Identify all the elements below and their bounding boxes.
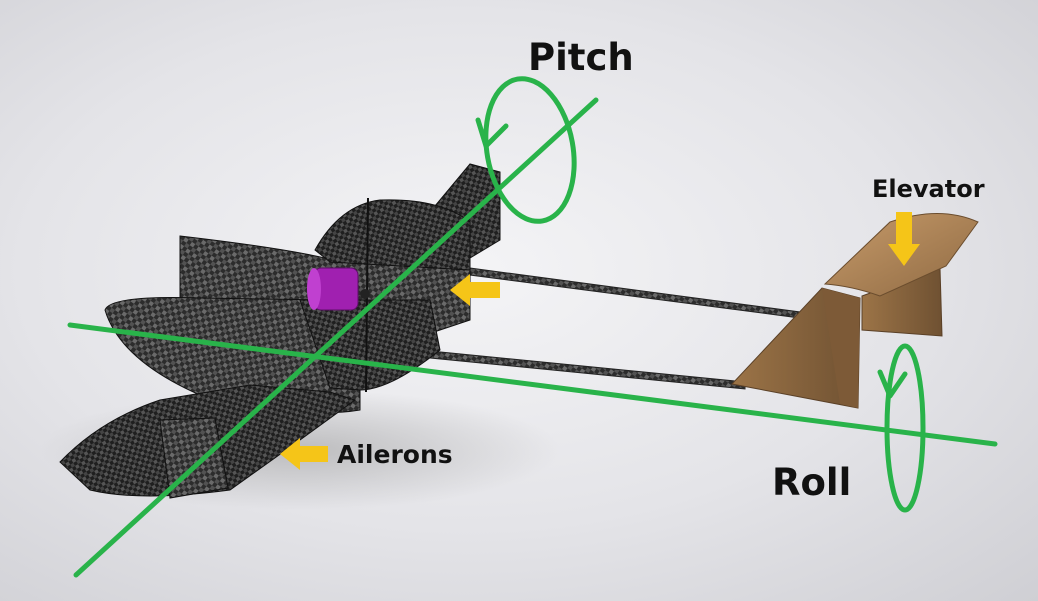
- ailerons-pointer-arrow-icon: [280, 438, 328, 470]
- roll-label: Roll: [772, 461, 852, 504]
- axes: [67, 97, 998, 578]
- ailerons-label: Ailerons: [337, 440, 453, 469]
- pointer-arrow-icon: [280, 212, 920, 470]
- motor-pointer-arrow-icon: [450, 274, 500, 306]
- pitch-label: Pitch: [528, 36, 634, 79]
- roll-axis: [67, 322, 998, 447]
- aircraft-body: [59, 163, 501, 499]
- roll-rotation-arrow-icon: [877, 343, 926, 513]
- elevator-label: Elevator: [872, 175, 985, 203]
- pitch-axis: [73, 97, 599, 578]
- pitch-rotation-arrow-icon: [475, 76, 577, 224]
- motor: [307, 267, 370, 311]
- elevator-pointer-arrow-icon: [888, 212, 920, 266]
